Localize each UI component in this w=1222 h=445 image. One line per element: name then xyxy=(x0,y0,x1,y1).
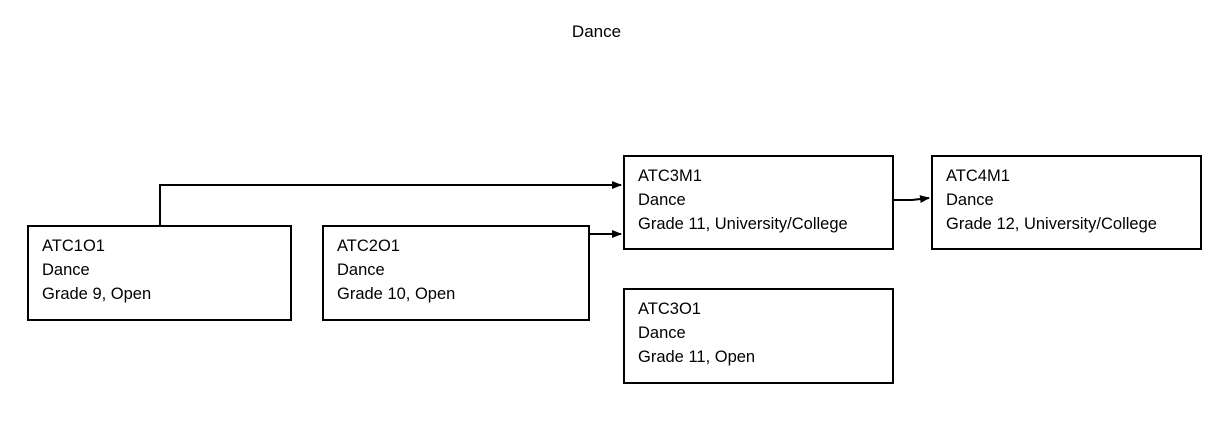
course-grade-type: Grade 11, Open xyxy=(638,348,756,366)
course-subject: Dance xyxy=(42,261,90,279)
course-subject: Dance xyxy=(946,191,994,209)
arrow-atc3m1-to-atc4m1 xyxy=(894,195,930,204)
course-code: ATC3O1 xyxy=(638,300,701,318)
course-grade-type: Grade 9, Open xyxy=(42,285,152,303)
course-code: ATC1O1 xyxy=(42,237,105,255)
course-grade-type: Grade 10, Open xyxy=(337,285,456,303)
course-subject: Dance xyxy=(638,324,686,342)
course-box-atc1o1: ATC1O1 Dance Grade 9, Open xyxy=(27,225,292,321)
diagram-title: Dance xyxy=(571,22,622,41)
course-grade-type: Grade 12, University/College xyxy=(946,215,1157,233)
course-code: ATC2O1 xyxy=(337,237,400,255)
course-subject: Dance xyxy=(337,261,385,279)
course-box-atc3o1: ATC3O1 Dance Grade 11, Open xyxy=(623,288,894,384)
course-box-atc4m1: ATC4M1 Dance Grade 12, University/Colleg… xyxy=(931,155,1202,250)
course-code: ATC3M1 xyxy=(638,167,702,185)
course-code: ATC4M1 xyxy=(946,167,1010,185)
course-subject: Dance xyxy=(638,191,686,209)
course-grade-type: Grade 11, University/College xyxy=(638,215,848,233)
arrow-atc1o1-to-atc3m1 xyxy=(159,181,622,225)
course-box-atc2o1: ATC2O1 Dance Grade 10, Open xyxy=(322,225,590,321)
course-box-atc3m1: ATC3M1 Dance Grade 11, University/Colleg… xyxy=(623,155,894,250)
